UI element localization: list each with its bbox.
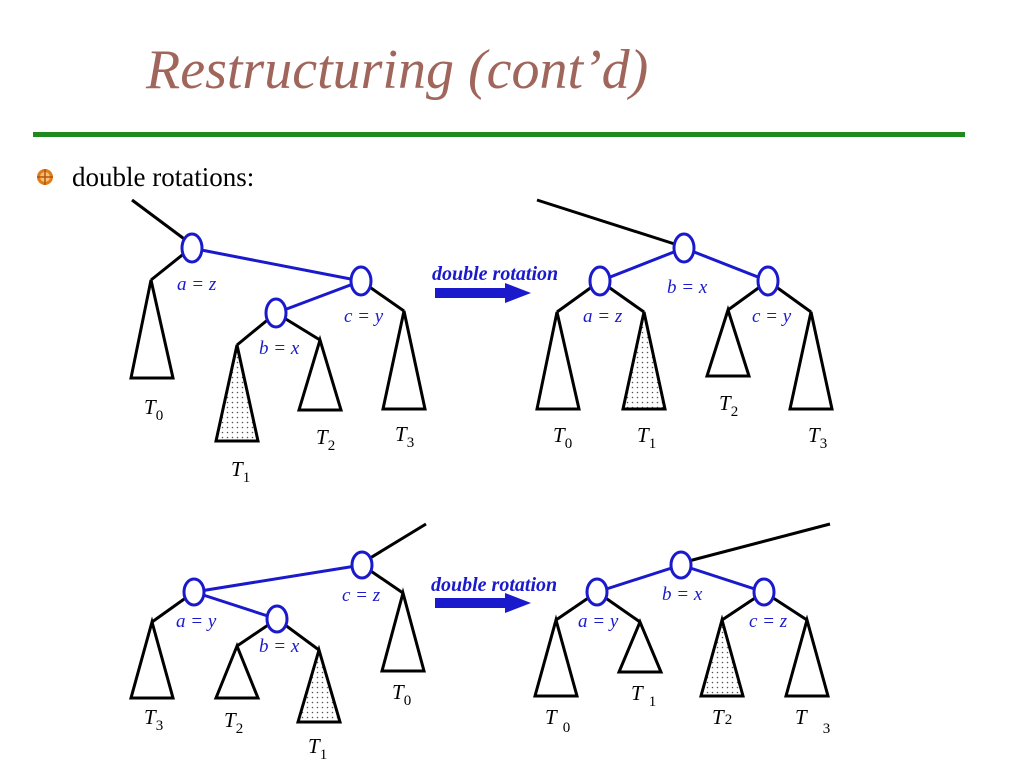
subtree-triangle-shaded bbox=[621, 311, 667, 411]
node-label: a = y bbox=[176, 611, 217, 632]
subtree-triangle-shaded bbox=[214, 344, 260, 443]
node-label: c = y bbox=[752, 306, 792, 327]
subtree-label: T0 bbox=[144, 395, 163, 424]
tree-node bbox=[349, 265, 373, 297]
node-label: b = x bbox=[662, 584, 703, 605]
subtree-label: T0 bbox=[392, 680, 411, 709]
node-label: b = x bbox=[259, 338, 300, 359]
subtree-triangle bbox=[616, 618, 664, 674]
node-label: c = z bbox=[749, 611, 788, 632]
subtree-triangle bbox=[129, 279, 175, 380]
subtree-triangle bbox=[535, 311, 581, 411]
subtree-triangle bbox=[533, 614, 579, 698]
tree-node bbox=[264, 297, 288, 329]
subtree-label: T1 bbox=[637, 423, 656, 452]
bullet-text: double rotations: bbox=[72, 161, 255, 192]
node-label: c = z bbox=[342, 585, 381, 606]
subtree-triangle-shaded bbox=[296, 644, 342, 724]
rotation-arrow: double rotation bbox=[431, 574, 557, 613]
subtree-triangle bbox=[213, 641, 261, 700]
tree-node bbox=[756, 265, 780, 297]
node-label: b = x bbox=[259, 636, 300, 657]
subtree-label: T3 bbox=[808, 423, 827, 452]
subtree-triangle bbox=[380, 587, 426, 673]
subtree-label: T2 bbox=[224, 708, 243, 737]
subtree-label: T1 bbox=[308, 734, 327, 763]
subtree-label: T2 bbox=[316, 425, 335, 454]
slide-title: Restructuring (cont’d) bbox=[146, 39, 649, 101]
tree-node bbox=[752, 577, 776, 607]
tree-node bbox=[180, 232, 204, 264]
bullet-icon bbox=[37, 169, 53, 185]
subtree-triangle-shaded bbox=[699, 614, 745, 698]
subtree-label: T3 bbox=[144, 705, 163, 734]
subtree-triangle bbox=[784, 614, 830, 698]
rotation-arrow: double rotation bbox=[432, 263, 558, 303]
arrow-label: double rotation bbox=[432, 263, 558, 285]
diagram1-before-tree: a = z c = y b = x T0 T1 T2 T3 bbox=[129, 198, 427, 486]
subtree-triangle bbox=[381, 310, 427, 411]
subtree-label: T1 bbox=[231, 457, 250, 486]
subtree-triangle bbox=[296, 334, 344, 412]
tree-node bbox=[672, 232, 696, 264]
node-label: c = y bbox=[344, 306, 384, 327]
node-label: a = y bbox=[578, 611, 619, 632]
tree-node bbox=[585, 577, 609, 607]
tree-node bbox=[350, 550, 374, 580]
diagram1-after-tree: b = x a = z c = y T0 T1 T2 T3 bbox=[535, 198, 834, 452]
node-label: a = z bbox=[177, 274, 217, 295]
tree-node bbox=[588, 265, 612, 297]
title-divider bbox=[33, 132, 965, 137]
diagram2-before-tree: c = z a = y b = x T3 T2 T1 T0 bbox=[129, 522, 427, 763]
bullet-item: double rotations: bbox=[36, 160, 254, 194]
node-label: b = x bbox=[667, 277, 708, 298]
subtree-triangle bbox=[788, 311, 834, 411]
node-label: a = z bbox=[583, 306, 623, 327]
tree-node bbox=[182, 577, 206, 607]
subtree-label: T2 bbox=[719, 391, 738, 420]
subtree-triangle bbox=[704, 305, 752, 378]
subtree-label: T2 bbox=[712, 705, 732, 729]
subtree-triangle bbox=[129, 616, 175, 700]
arrow-label: double rotation bbox=[431, 574, 557, 596]
tree-node bbox=[265, 604, 289, 634]
subtree-label: T3 bbox=[395, 422, 414, 451]
subtree-label: T0 bbox=[553, 423, 572, 452]
tree-node bbox=[669, 550, 693, 580]
